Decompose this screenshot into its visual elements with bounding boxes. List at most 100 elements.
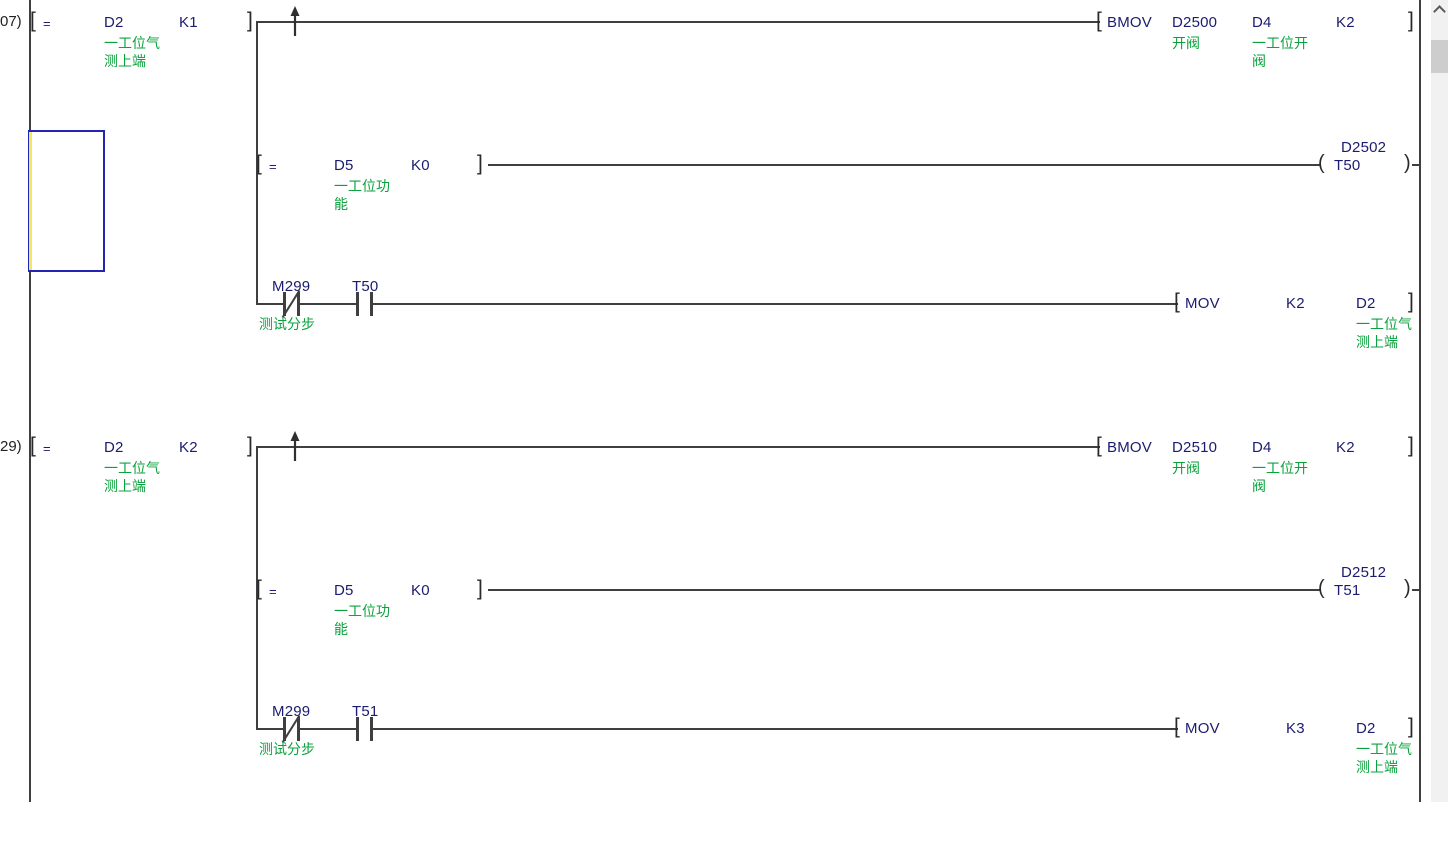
compare-operator[interactable]: = — [269, 159, 277, 174]
device-operand[interactable]: K2 — [1336, 14, 1355, 31]
contact-device-label: M299 — [272, 278, 311, 295]
compare-operator[interactable]: = — [269, 584, 277, 599]
device-operand[interactable]: K2 — [1286, 295, 1305, 312]
instruction-close-bracket[interactable]: ] — [1408, 715, 1414, 738]
compare-close-bracket[interactable]: ] — [247, 434, 253, 457]
instruction-close-bracket[interactable]: ] — [1408, 434, 1414, 457]
up-arrow-icon — [290, 6, 300, 36]
contact-device-label: T50 — [352, 278, 379, 295]
instruction-open-bracket[interactable]: [ — [1096, 434, 1102, 457]
coil-close-paren[interactable]: ) — [1404, 577, 1411, 599]
step-number: 29) — [0, 438, 22, 455]
step-number: 07) — [0, 13, 22, 30]
device-operand[interactable]: K0 — [411, 582, 430, 599]
device-operand[interactable]: D2 — [1356, 295, 1376, 312]
device-operand[interactable]: D2500 — [1172, 14, 1218, 31]
coil-open-paren[interactable]: ( — [1318, 577, 1325, 599]
contact-bar — [370, 292, 373, 316]
up-arrow-icon — [290, 431, 300, 461]
contact-bar — [370, 717, 373, 741]
nc-contact[interactable] — [281, 289, 301, 319]
device-comment: 一工位气 测上端 — [104, 460, 160, 494]
device-operand[interactable]: D4 — [1252, 14, 1272, 31]
compare-open-bracket[interactable]: [ — [256, 152, 262, 175]
compare-open-bracket[interactable]: [ — [256, 577, 262, 600]
coil-open-paren[interactable]: ( — [1318, 152, 1325, 174]
device-operand[interactable]: D5 — [334, 157, 354, 174]
compare-open-bracket[interactable]: [ — [30, 9, 36, 32]
device-comment: 一工位气 测上端 — [104, 35, 160, 69]
timer-coil[interactable]: T51 — [1334, 582, 1361, 599]
contact-device-label: T51 — [352, 703, 379, 720]
instruction-open-bracket[interactable]: [ — [1174, 290, 1180, 313]
instruction-mnemonic[interactable]: MOV — [1185, 295, 1220, 312]
right-power-rail — [1419, 0, 1421, 802]
compare-close-bracket[interactable]: ] — [477, 152, 483, 175]
scrollbar-thumb[interactable] — [1431, 40, 1448, 73]
scrollbar-up-button[interactable] — [1431, 0, 1448, 18]
device-operand[interactable]: D2 — [104, 14, 124, 31]
instruction-close-bracket[interactable]: ] — [1408, 9, 1414, 32]
device-operand[interactable]: K0 — [411, 157, 430, 174]
chevron-up-icon — [1433, 5, 1446, 18]
compare-operator[interactable]: = — [43, 441, 51, 456]
compare-open-bracket[interactable]: [ — [30, 434, 36, 457]
wire — [488, 164, 1320, 166]
no-contact[interactable] — [356, 717, 373, 741]
device-operand[interactable]: K2 — [179, 439, 198, 456]
device-comment: 一工位开 阀 — [1252, 35, 1308, 69]
instruction-open-bracket[interactable]: [ — [1174, 715, 1180, 738]
compare-close-bracket[interactable]: ] — [477, 577, 483, 600]
device-comment: 测试分步 — [259, 316, 315, 332]
device-operand[interactable]: K2 — [1336, 439, 1355, 456]
contact-bar — [297, 292, 300, 316]
vertical-scrollbar[interactable] — [1431, 0, 1448, 802]
branch-wire — [256, 446, 258, 730]
wire — [256, 446, 1100, 448]
device-comment: 一工位功 能 — [334, 603, 390, 637]
nc-contact[interactable] — [281, 714, 301, 744]
device-operand[interactable]: D2510 — [1172, 439, 1218, 456]
device-operand[interactable]: K3 — [1286, 720, 1305, 737]
device-operand[interactable]: K1 — [179, 14, 198, 31]
edit-cursor-selection-box — [28, 130, 105, 272]
device-operand[interactable]: D2 — [104, 439, 124, 456]
device-comment: 测试分步 — [259, 741, 315, 757]
no-contact[interactable] — [356, 292, 373, 316]
device-operand[interactable]: D2 — [1356, 720, 1376, 737]
device-comment: 开阀 — [1172, 35, 1200, 51]
compare-operator[interactable]: = — [43, 16, 51, 31]
contact-bar — [356, 292, 359, 316]
contact-bar — [283, 717, 286, 741]
ladder-editor-canvas: 07) [ = D2 K1 ] 一工位气 测上端 [ BMOV D2500 D4… — [0, 0, 1448, 802]
device-comment: 一工位功 能 — [334, 178, 390, 212]
device-operand[interactable]: D4 — [1252, 439, 1272, 456]
compare-close-bracket[interactable]: ] — [247, 9, 253, 32]
timer-coil[interactable]: T50 — [1334, 157, 1361, 174]
wire — [1412, 164, 1420, 166]
branch-wire — [256, 21, 258, 305]
wire — [256, 21, 1100, 23]
contact-bar — [356, 717, 359, 741]
ladder-rung: 07) [ = D2 K1 ] 一工位气 测上端 [ BMOV D2500 D4… — [0, 6, 1420, 350]
device-operand[interactable]: D5 — [334, 582, 354, 599]
ladder-rung: 29) [ = D2 K2 ] 一工位气 测上端 [ BMOV D2510 D4… — [0, 425, 1448, 850]
selection-left-accent — [29, 132, 32, 270]
instruction-mnemonic[interactable]: MOV — [1185, 720, 1220, 737]
device-comment: 一工位气 测上端 — [1356, 316, 1412, 350]
device-comment: 一工位气 测上端 — [1356, 741, 1412, 775]
contact-device-label: M299 — [272, 703, 311, 720]
instruction-open-bracket[interactable]: [ — [1096, 9, 1102, 32]
device-comment: 开阀 — [1172, 460, 1200, 476]
coil-device-label: D2512 — [1341, 564, 1387, 581]
device-comment: 一工位开 阀 — [1252, 460, 1308, 494]
instruction-close-bracket[interactable]: ] — [1408, 290, 1414, 313]
instruction-mnemonic[interactable]: BMOV — [1107, 14, 1152, 31]
coil-device-label: D2502 — [1341, 139, 1387, 156]
wire — [256, 303, 1178, 305]
coil-close-paren[interactable]: ) — [1404, 152, 1411, 174]
wire — [1412, 589, 1420, 591]
instruction-mnemonic[interactable]: BMOV — [1107, 439, 1152, 456]
left-power-rail — [29, 0, 31, 802]
contact-bar — [297, 717, 300, 741]
